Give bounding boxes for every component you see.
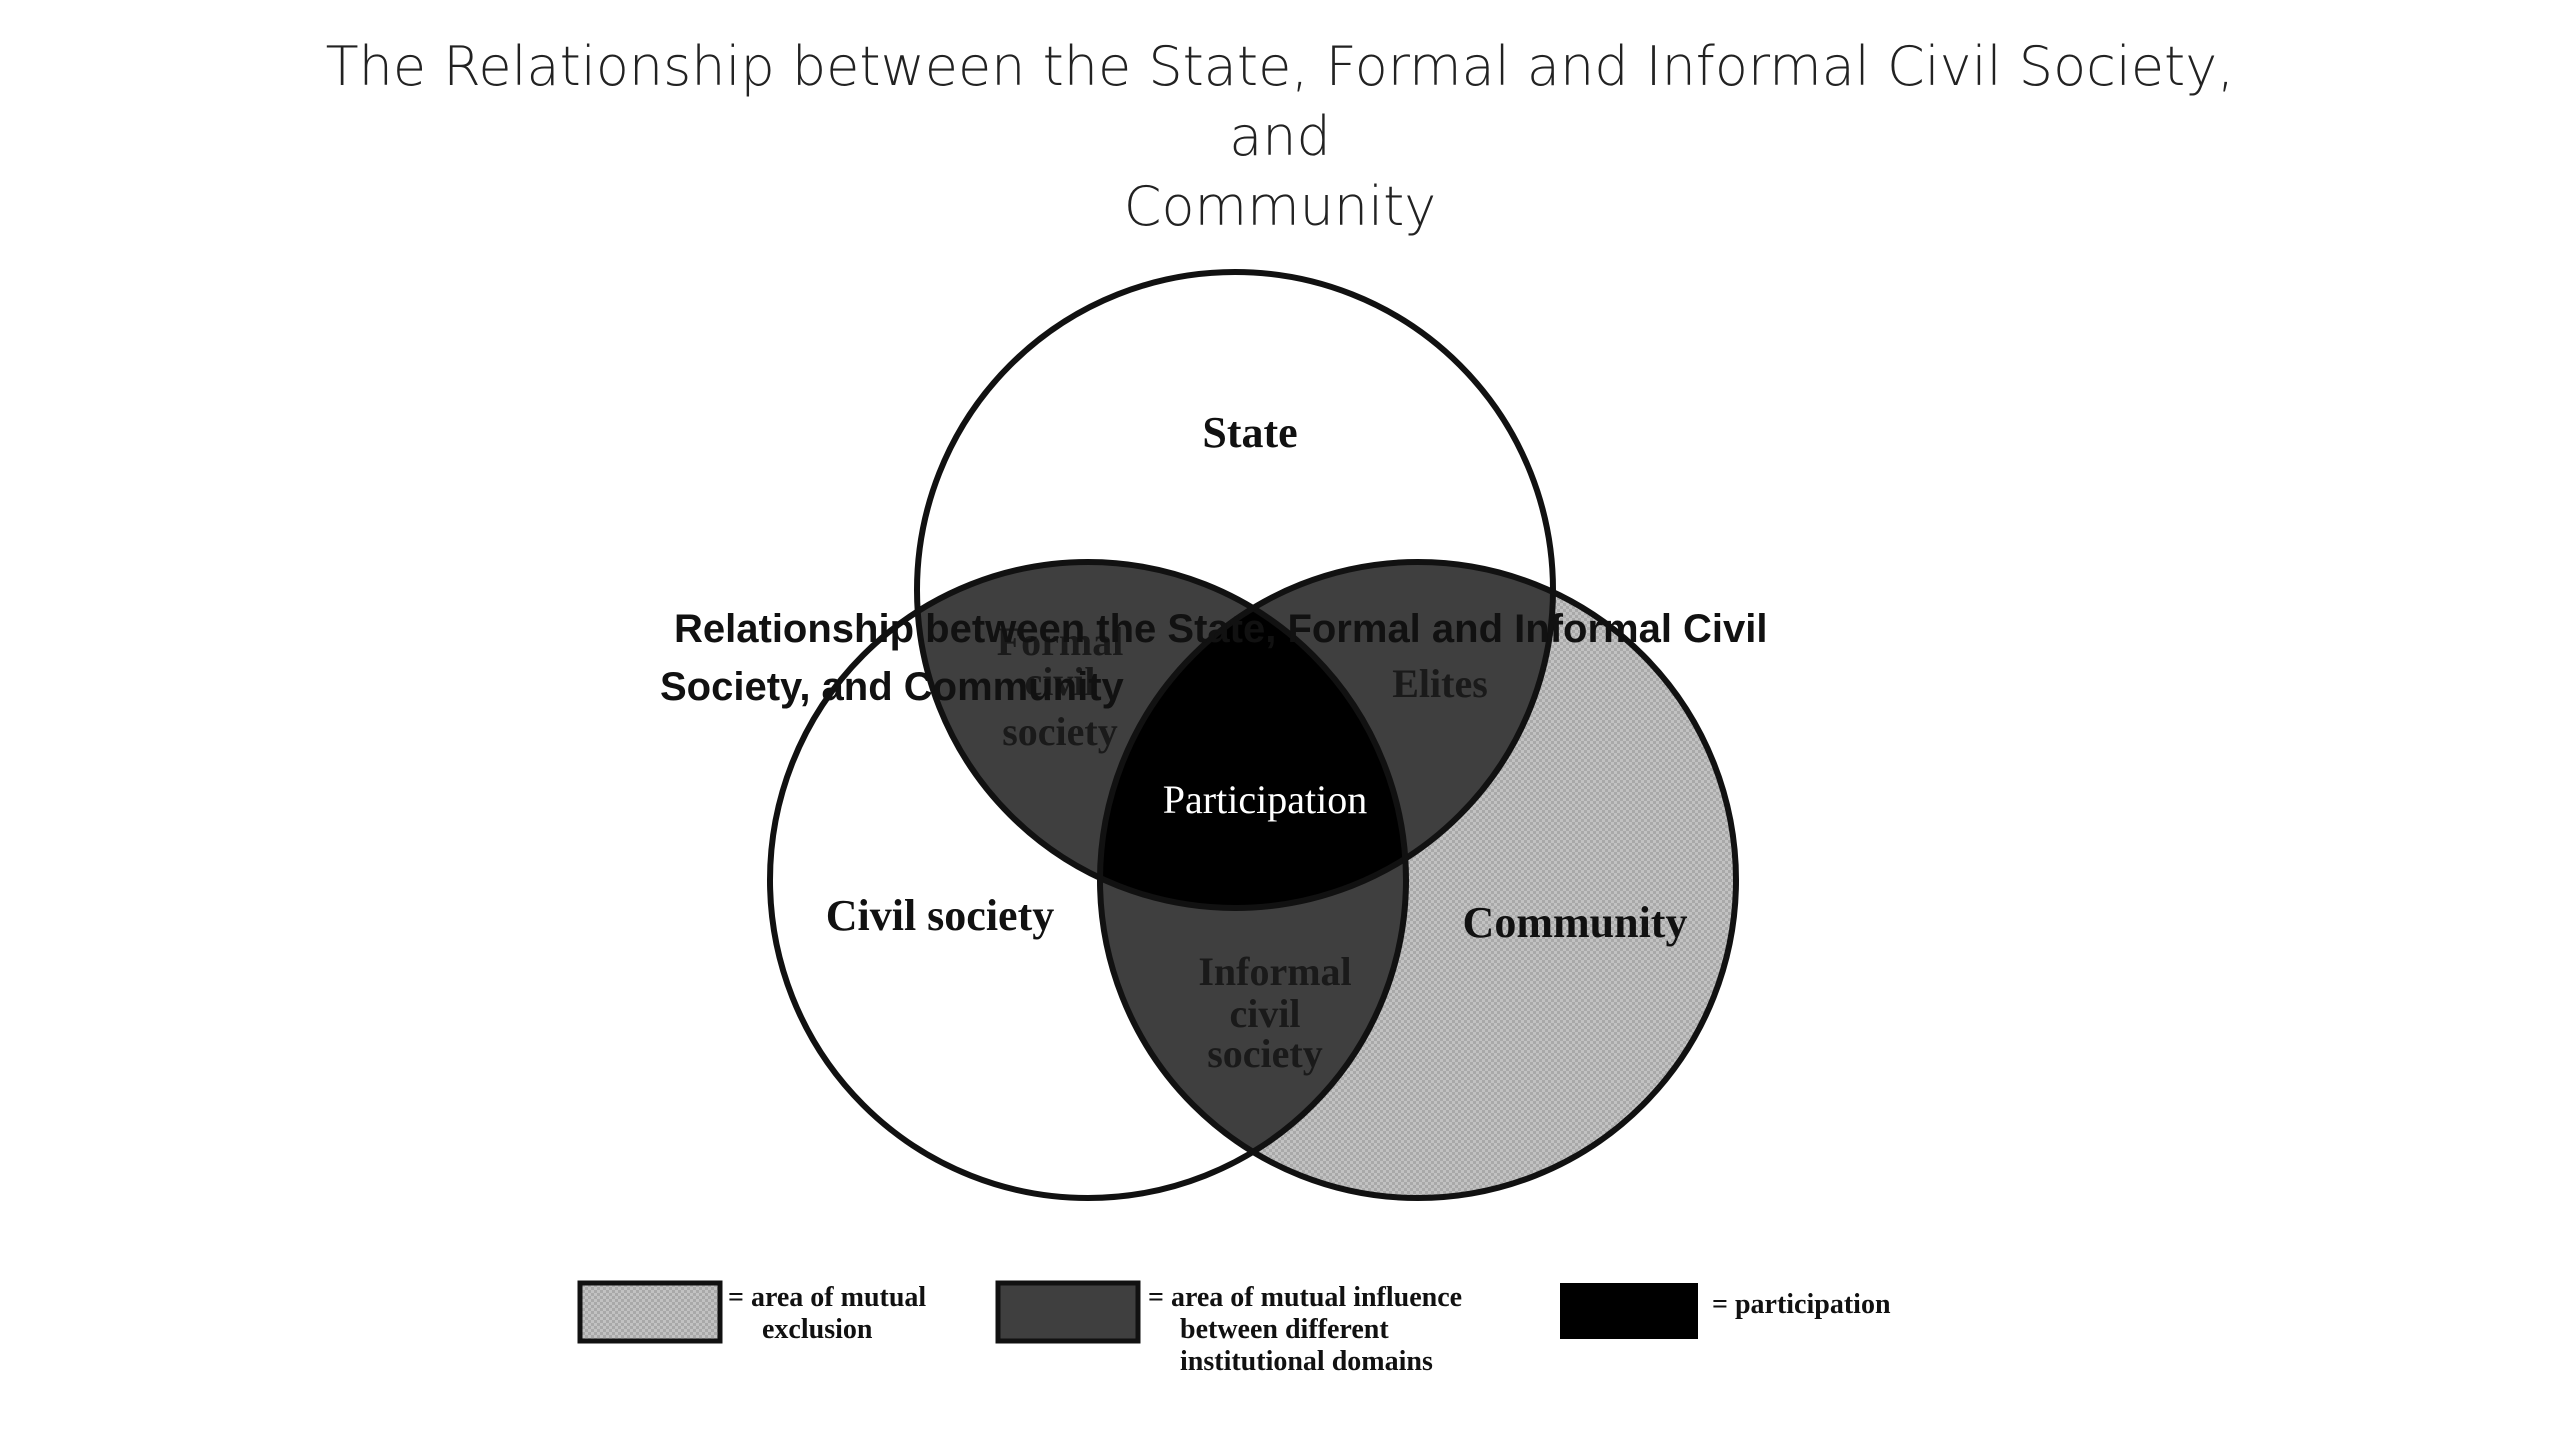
formal-civil-society-label-1: Formal: [997, 619, 1124, 664]
legend-label-mutual-exclusion-2: exclusion: [762, 1314, 873, 1345]
formal-civil-society-label-2: civil: [1024, 659, 1095, 704]
legend-label-participation: = participation: [1712, 1289, 1891, 1320]
legend-swatch-mutual-exclusion: [577, 1280, 723, 1344]
slide-title: The Relationship between the State, Form…: [280, 32, 2280, 242]
participation-region: [1100, 562, 1406, 908]
elites-label: Elites: [1392, 661, 1488, 706]
overlay-caption-line-1: Relationship between the State, Formal a…: [674, 607, 1768, 651]
civil-society-circle: [767, 559, 1409, 1201]
informal-civil-society-label-3: society: [1207, 1031, 1323, 1076]
informal-civil-society-label-1: Informal: [1198, 949, 1351, 994]
civil-society-label: Civil society: [826, 891, 1055, 940]
participation-label: Participation: [1163, 777, 1367, 822]
legend-label-mutual-exclusion-1: = area of mutual: [728, 1282, 926, 1313]
overlay-caption-line-2: Society, and Community: [660, 665, 1124, 709]
legend: = area of mutual exclusion = area of mut…: [577, 1280, 1891, 1377]
community-label: Community: [1463, 898, 1688, 947]
slide-title-line-1: The Relationship between the State, Form…: [325, 35, 2235, 168]
legend-label-mutual-influence-1: = area of mutual influence: [1148, 1282, 1462, 1313]
legend-label-mutual-influence-3: institutional domains: [1180, 1346, 1433, 1377]
legend-swatch-mutual-influence: [995, 1280, 1141, 1344]
community-circle: [1097, 559, 1739, 1201]
informal-civil-society-label-2: civil: [1229, 991, 1300, 1036]
slide-title-line-2: Community: [1123, 175, 1437, 238]
overlay-caption: Relationship between the State, Formal a…: [660, 600, 1860, 716]
state-label: State: [1202, 408, 1297, 457]
legend-swatch-participation: [1560, 1283, 1698, 1339]
legend-label-mutual-influence-2: between different: [1180, 1314, 1389, 1345]
formal-civil-society-label-3: society: [1002, 709, 1118, 754]
